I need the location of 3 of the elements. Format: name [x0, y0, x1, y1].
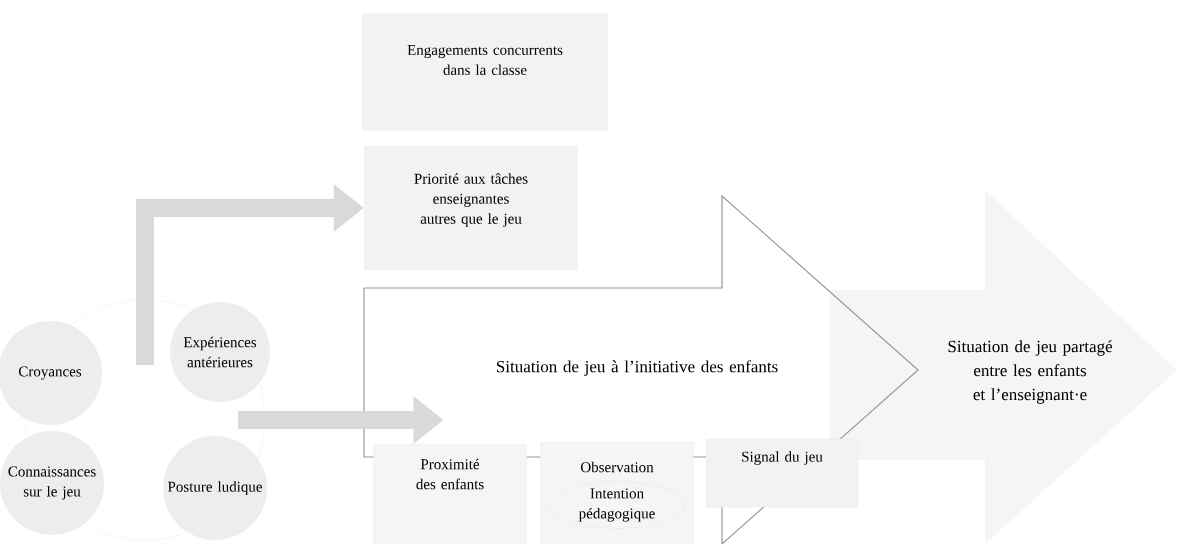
text-box: Priorité aux tâches enseignantes autres que le jeu	[364, 145, 578, 271]
text-box: Engagements concurrents dans la classe	[362, 13, 608, 131]
text-box: Proximité des enfants	[373, 443, 527, 544]
